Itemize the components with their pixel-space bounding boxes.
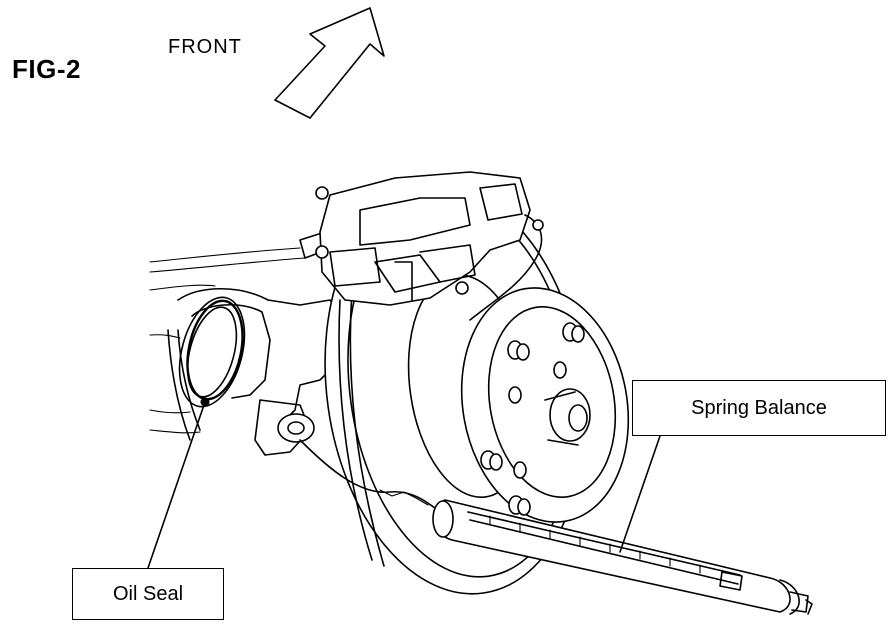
spring-balance-callout: Spring Balance [632,380,886,436]
figure-label: FIG-2 [12,54,81,84]
lug-stud [513,461,527,479]
lug-stud [507,340,530,361]
lug-stud [480,450,503,471]
wheel-hub [460,287,630,523]
pull-cord [299,439,441,513]
spring-balance-leader-line [619,435,661,553]
up-right-arrow-icon [274,7,385,119]
lug-stud [508,495,531,516]
brake-caliper [315,171,544,321]
lug-stud [553,361,567,379]
lug-stud [508,386,522,404]
axle-housing-lines [149,231,333,434]
front-direction-label: FRONT [168,36,242,58]
lug-stud [562,322,585,343]
lug-stud-group [480,322,585,516]
oil-seal-leader-line [147,401,206,569]
oil-seal-callout: Oil Seal [72,568,224,620]
spring-balance-tool [432,499,813,615]
